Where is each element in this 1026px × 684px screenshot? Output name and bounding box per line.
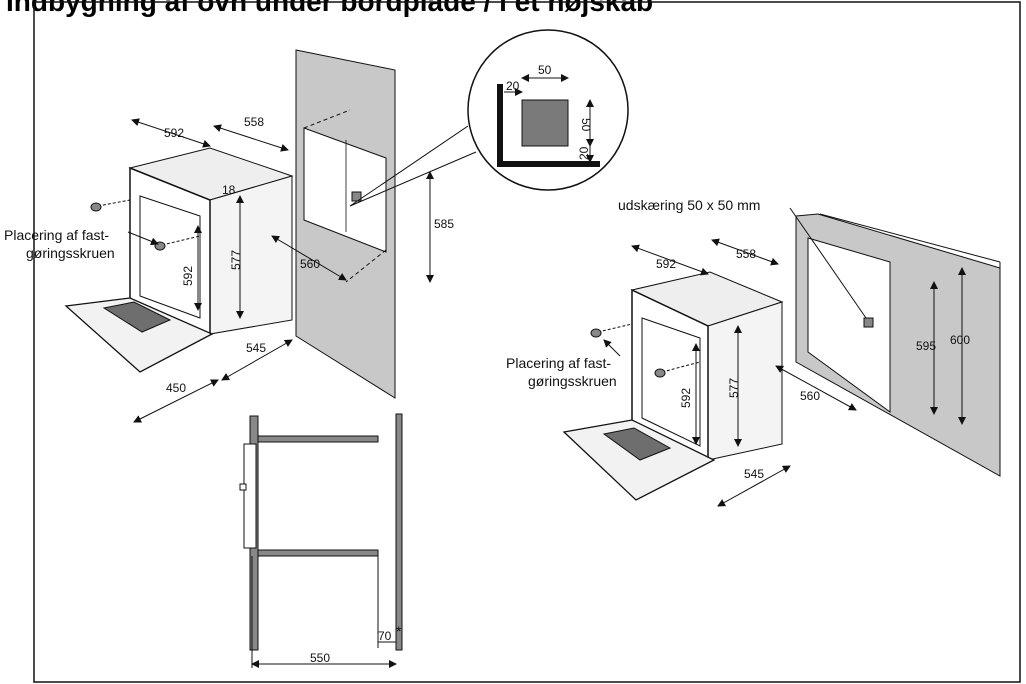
left-oven-door xyxy=(64,297,214,373)
left-oven-side xyxy=(209,175,293,335)
bubble-dim-left: 20 xyxy=(506,79,520,93)
right-niche xyxy=(807,237,891,413)
diagram-border xyxy=(33,1,1021,683)
left-door-glass xyxy=(102,301,172,333)
dim-depth: 558 xyxy=(244,115,264,129)
r-dim-niche-depth: 560 xyxy=(800,389,820,403)
r-dim-floor-depth: 545 xyxy=(744,467,764,481)
screw-label-line2: gøringsskruen xyxy=(26,245,115,261)
left-niche xyxy=(303,127,387,253)
left-oven-drawing: 592 558 18 577 592 545 450 585 560 Place… xyxy=(4,49,454,423)
right-cutout-square xyxy=(863,317,874,328)
left-oven-window xyxy=(139,195,201,319)
right-door-glass xyxy=(602,427,672,461)
cutout-square xyxy=(521,99,569,147)
r-dim-width: 592 xyxy=(656,257,676,271)
section-dim-depth: 550 xyxy=(310,651,330,665)
dim-top: 18 xyxy=(222,183,236,197)
cutout-note: udskæring 50 x 50 mm xyxy=(618,197,760,213)
dim-floor-depth: 545 xyxy=(246,341,266,355)
dim-niche-depth: 560 xyxy=(300,257,320,271)
r-dim-total-height: 600 xyxy=(950,333,970,347)
r-dim-door-height: 592 xyxy=(679,388,693,408)
r-screw-label-line2: gøringsskruen xyxy=(528,373,617,389)
dim-door-height: 592 xyxy=(181,266,195,286)
bubble-dim-width: 50 xyxy=(538,63,552,77)
section-dim-gap: 70 xyxy=(378,629,392,643)
right-oven-side xyxy=(707,301,783,461)
right-oven-door xyxy=(562,419,716,501)
right-oven-window xyxy=(641,317,701,447)
section-view: 550 70 * xyxy=(239,413,403,668)
r-dim-height: 577 xyxy=(727,378,741,398)
dim-door-open: 450 xyxy=(166,381,186,395)
dim-width: 592 xyxy=(164,126,184,140)
r-dim-depth: 558 xyxy=(736,247,756,261)
screw-icon xyxy=(90,199,131,212)
screw-icon xyxy=(590,323,633,338)
bubble-dim-bottom: 20 xyxy=(577,146,591,160)
page-title: Indbygning af ovn under bordplade / i et… xyxy=(6,0,654,17)
dim-niche-height: 585 xyxy=(434,217,454,231)
r-dim-niche-height: 595 xyxy=(916,339,936,353)
dim-height: 577 xyxy=(229,250,243,270)
r-screw-label-line1: Placering af fast- xyxy=(506,355,611,371)
bubble-dim-height: 50 xyxy=(579,118,593,132)
section-note: * xyxy=(396,623,402,639)
screw-label-line1: Placering af fast- xyxy=(4,227,109,243)
right-oven-drawing: 592 558 577 592 545 560 595 600 udskærin… xyxy=(506,197,1001,507)
cutout-detail-bubble: 50 20 50 20 xyxy=(349,29,629,207)
